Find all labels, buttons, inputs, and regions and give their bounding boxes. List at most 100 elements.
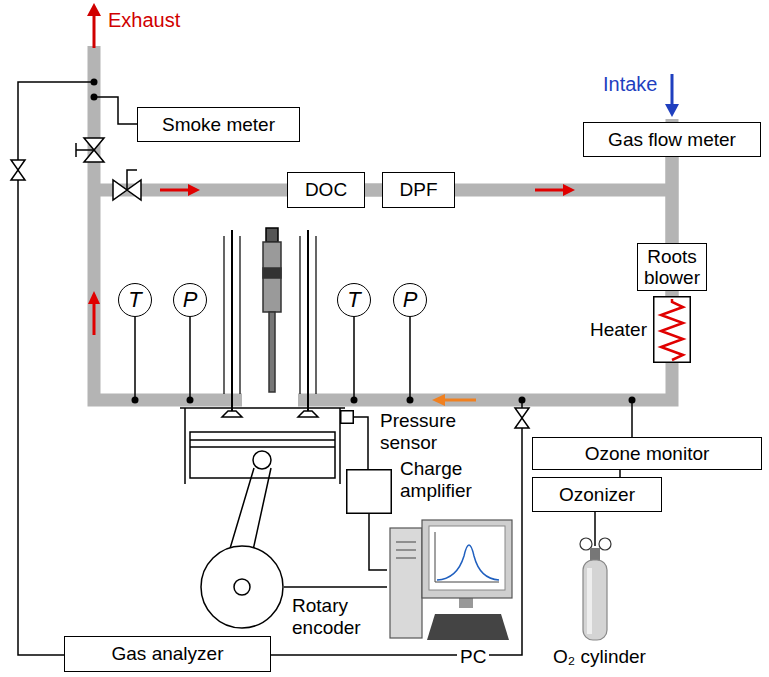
engine-drawing xyxy=(263,242,281,312)
valve-symbol xyxy=(11,160,25,170)
process-box: DOC xyxy=(287,172,365,208)
junction-dot xyxy=(519,397,526,404)
computer-icon xyxy=(437,545,499,580)
sensor-letter: T xyxy=(347,289,360,311)
flow-arrow xyxy=(87,3,101,16)
engine-drawing xyxy=(232,230,308,412)
flow-arrow xyxy=(443,399,476,402)
signal-line xyxy=(18,82,94,655)
gas-cylinder xyxy=(594,530,596,546)
component-label: Pressure sensor xyxy=(380,410,480,454)
computer-icon xyxy=(387,518,514,642)
box-label: Gas flow meter xyxy=(608,129,736,151)
junction-dot xyxy=(187,397,194,404)
flow-arrow xyxy=(87,3,679,406)
sensor-symbol: Pressure sensor xyxy=(340,410,354,424)
amplifier-box: Charge amplifier xyxy=(346,469,392,514)
flow-arrow xyxy=(563,184,575,196)
computer-icon xyxy=(396,542,416,558)
sensor-circle: T xyxy=(118,283,152,317)
valve-symbol xyxy=(113,180,127,200)
valve-symbol xyxy=(11,138,529,428)
flow-label: Exhaust xyxy=(108,8,180,32)
engine-drawing xyxy=(263,268,281,278)
valve-symbol xyxy=(515,408,529,418)
box-label: Smoke meter xyxy=(162,114,275,136)
junction-dot xyxy=(351,397,358,404)
engine-drawing xyxy=(269,312,275,392)
flow-arrow xyxy=(665,104,679,117)
computer-icon xyxy=(429,526,505,590)
signal-connector xyxy=(354,417,368,469)
junction-dot xyxy=(91,94,98,101)
pipe-connector xyxy=(666,291,679,296)
sensor-letter: P xyxy=(403,289,418,311)
box-label: DOC xyxy=(305,179,347,201)
gas-cylinder xyxy=(570,530,620,640)
sensor-letter: P xyxy=(183,289,198,311)
component-label: O₂ cylinder xyxy=(553,646,646,668)
pipe xyxy=(94,46,242,400)
sensor-symbol xyxy=(340,410,354,424)
heater-symbol: Heater xyxy=(653,296,691,363)
valve-symbol xyxy=(84,138,104,150)
process-box: Ozonizer xyxy=(532,477,662,512)
encoder-wheel xyxy=(201,546,283,628)
signal-connector xyxy=(369,514,387,570)
engine-drawing xyxy=(224,236,316,394)
computer-icon xyxy=(427,614,509,640)
encoder-wheel xyxy=(234,579,250,595)
encoder-wheel: Rotary encoder xyxy=(200,545,284,629)
pipe-connector xyxy=(365,184,382,197)
process-box: Gas analyzer xyxy=(64,636,271,672)
flow-arrow xyxy=(93,302,96,335)
gas-cylinder xyxy=(587,568,592,634)
engine-drawing xyxy=(253,451,271,469)
junction-dot xyxy=(91,79,98,86)
valve-symbol xyxy=(11,170,25,180)
sensor-circle: P xyxy=(173,283,207,317)
flow-arrow xyxy=(188,184,200,196)
flow-arrow xyxy=(160,189,190,192)
signal-connector xyxy=(619,470,621,477)
process-box: Smoke meter xyxy=(137,107,300,142)
component-label: Heater xyxy=(590,319,647,341)
junction-dot xyxy=(91,79,636,404)
process-box: DPF xyxy=(382,172,455,208)
signal-line xyxy=(94,97,137,124)
sensor-letter: T xyxy=(128,289,141,311)
flow-arrow xyxy=(671,74,674,106)
engine-drawing xyxy=(190,432,335,478)
flow-arrow xyxy=(88,291,100,304)
gas-cylinder xyxy=(583,560,607,640)
flow-arrow xyxy=(93,14,96,48)
component-label: Rotary encoder xyxy=(292,595,376,639)
engine-drawing xyxy=(180,228,345,564)
box-label: Ozonizer xyxy=(559,484,635,506)
gas-cylinder xyxy=(599,538,611,550)
gas-cylinder xyxy=(590,548,600,561)
box-label: Ozone monitor xyxy=(585,443,710,465)
encoder-wheel xyxy=(200,545,284,629)
signal-connector xyxy=(594,512,596,530)
sensor-symbol xyxy=(341,411,354,424)
sensor-circle: T xyxy=(337,283,371,317)
process-box: Roots blower xyxy=(637,243,707,291)
engine-drawing xyxy=(222,411,242,417)
signal-line xyxy=(631,400,633,437)
sensor-circle: P xyxy=(393,283,427,317)
computer-icon: PC xyxy=(387,518,514,642)
engine-drawing xyxy=(298,411,318,417)
computer-icon xyxy=(459,598,473,608)
engine-drawing xyxy=(185,408,340,484)
signal-connector xyxy=(284,586,387,588)
process-box: Gas flow meter xyxy=(583,122,761,157)
engine-drawing xyxy=(266,228,278,242)
gas-cylinder: O₂ cylinder xyxy=(570,530,620,640)
box-label: Roots blower xyxy=(641,246,703,288)
computer-icon xyxy=(390,528,422,638)
signal-line xyxy=(18,82,632,655)
component-label: PC xyxy=(457,646,489,668)
heater-symbol xyxy=(661,299,683,360)
computer-icon xyxy=(435,532,499,582)
